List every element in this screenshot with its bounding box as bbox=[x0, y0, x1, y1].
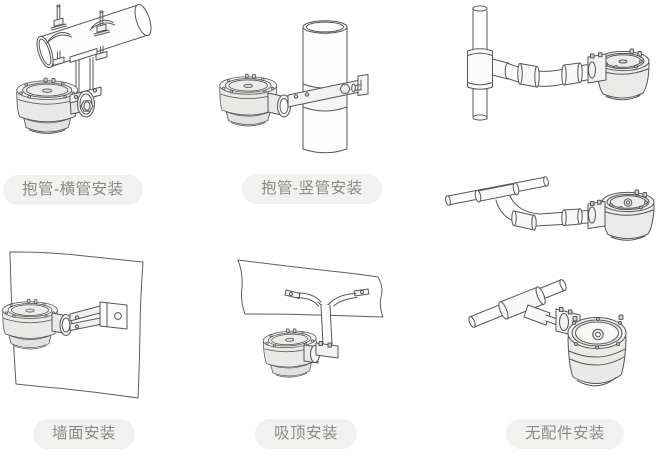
caption-pipe-vertical-mount: 抱管-竖管安装 bbox=[242, 174, 382, 204]
stem-bracket bbox=[315, 341, 339, 359]
tee-fitting bbox=[467, 48, 512, 90]
elbow-conduit bbox=[507, 62, 591, 88]
strap-bracket bbox=[69, 86, 102, 118]
lamp-device bbox=[16, 77, 82, 134]
lamp-device bbox=[567, 314, 627, 387]
ceiling-bracket-mount-drawing bbox=[237, 259, 384, 379]
caption-pipe-horizontal-mount: 抱管-横管安装 bbox=[3, 175, 143, 205]
tee-fitting bbox=[498, 286, 561, 327]
lamp-device bbox=[219, 73, 291, 127]
horizontal-pipe-elbow-conduit-drawing bbox=[445, 176, 655, 241]
y-bracket bbox=[284, 288, 370, 345]
u-bolt-clamps bbox=[46, 4, 115, 66]
caption-ceiling-mount: 吸顶安装 bbox=[255, 419, 358, 449]
elbow-conduit bbox=[495, 195, 589, 231]
hub-bracket bbox=[587, 199, 606, 229]
caption-no-accessory-mount: 无配件安装 bbox=[506, 419, 625, 449]
horizontal-pipe-clamp-mount-drawing bbox=[16, 3, 152, 134]
clamp-arm-bracket bbox=[287, 74, 369, 108]
hanger-straps bbox=[69, 48, 98, 98]
vertical-pipe-clamp-mount-drawing bbox=[219, 20, 369, 154]
wall-bracket-mount-drawing bbox=[2, 251, 144, 399]
caption-wall-mount: 墙面安装 bbox=[33, 419, 136, 449]
vertical-pipe-elbow-conduit-drawing bbox=[467, 5, 650, 121]
tee-fitting bbox=[474, 182, 520, 203]
wall-arm-bracket bbox=[69, 301, 128, 331]
pipe-tee-direct-mount-drawing bbox=[468, 279, 627, 387]
ceiling-slab bbox=[237, 259, 384, 318]
lamp-device bbox=[601, 189, 655, 241]
hub-bracket bbox=[587, 52, 607, 84]
lamp-device bbox=[262, 327, 320, 379]
